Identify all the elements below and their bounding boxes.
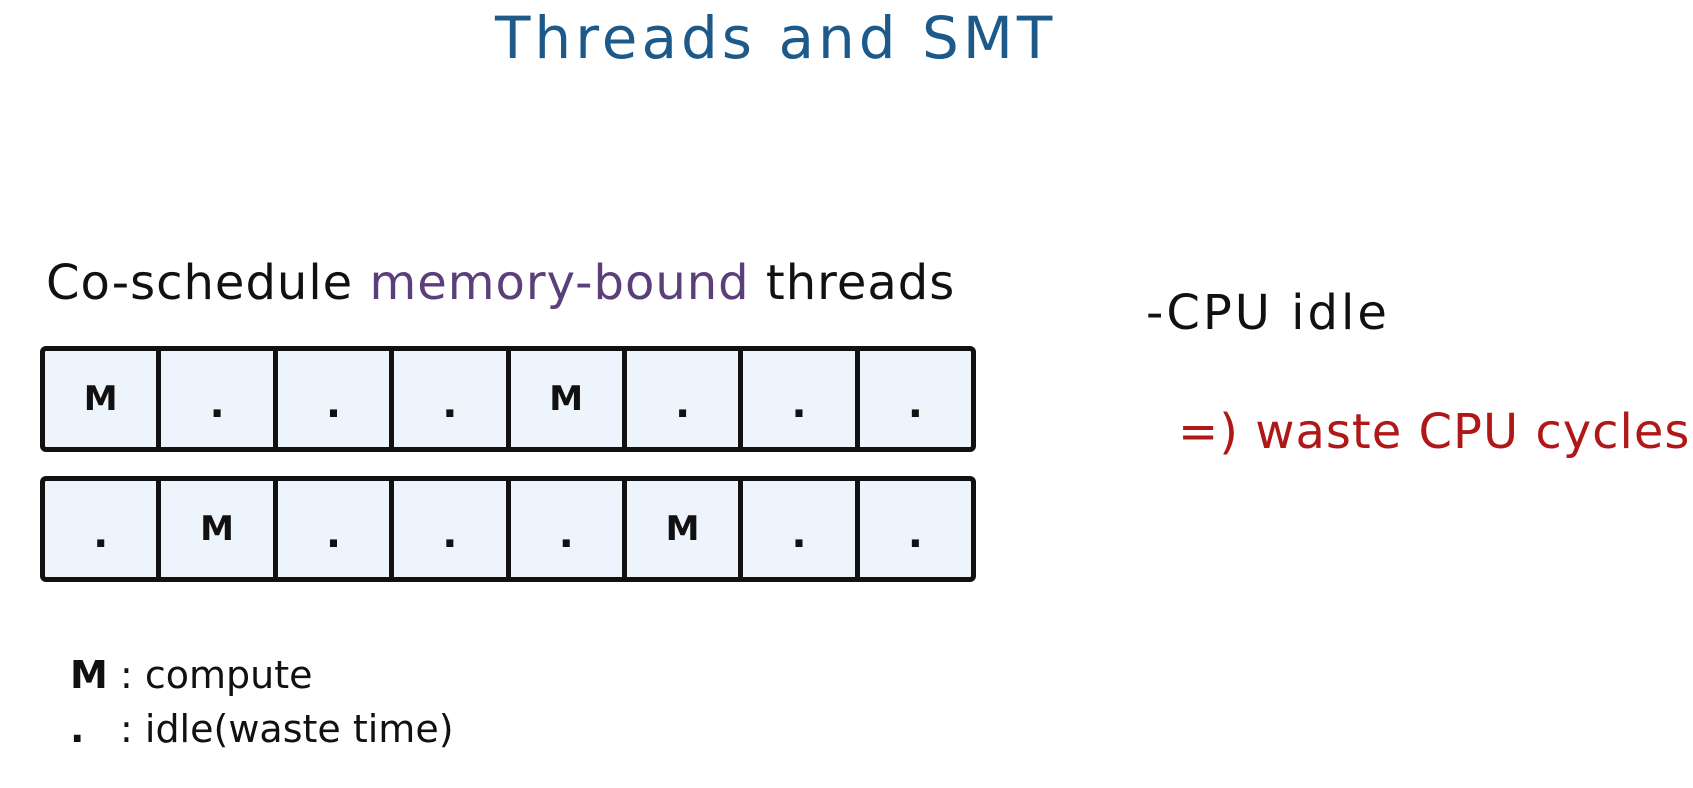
subtitle-part-3: threads [749, 255, 956, 311]
subtitle-memory-bound: memory-bound [369, 255, 750, 311]
cycle-cell: . [743, 351, 860, 447]
cycle-cell: M [161, 481, 278, 577]
legend-item-idle: . : idle(waste time) [70, 702, 454, 756]
cycle-cell: . [907, 381, 923, 427]
thread-row-2: . M . . . M . . [40, 476, 976, 582]
cycle-cell: . [161, 351, 278, 447]
diagram-subtitle: Co-schedule memory-bound threads [46, 255, 955, 311]
cycle-cell: . [511, 481, 627, 577]
note-waste-cpu-cycles: =) waste CPU cycles [1178, 404, 1691, 460]
cycle-cell: . [394, 481, 511, 577]
thread-timelines: M . . . M . . . . M . . . M . . [40, 346, 976, 606]
diagram-title: Threads and SMT [495, 4, 1057, 72]
cycle-cell: . [278, 481, 395, 577]
cycle-cell: . [278, 351, 395, 447]
legend-item-compute: M : compute [70, 648, 454, 702]
cycle-cell: . [627, 351, 744, 447]
cycle-cell: . [743, 481, 860, 577]
thread-row-1: M . . . M . . . [40, 346, 976, 452]
cycle-cell: M [627, 481, 744, 577]
cycle-cell: . [45, 481, 162, 577]
legend-symbol-compute: M [70, 653, 108, 697]
subtitle-part-1: Co-schedule [46, 255, 370, 311]
legend-text-compute: : compute [120, 653, 313, 697]
cycle-cell: . [907, 511, 923, 557]
legend: M : compute . : idle(waste time) [70, 648, 454, 756]
cycle-cell: . [394, 351, 511, 447]
cycle-cell: M [511, 351, 627, 447]
note-cpu-idle: -CPU idle [1146, 285, 1390, 341]
cycle-cell: M [45, 351, 162, 447]
legend-text-idle: : idle(waste time) [120, 707, 454, 751]
legend-symbol-idle: . [70, 707, 85, 751]
